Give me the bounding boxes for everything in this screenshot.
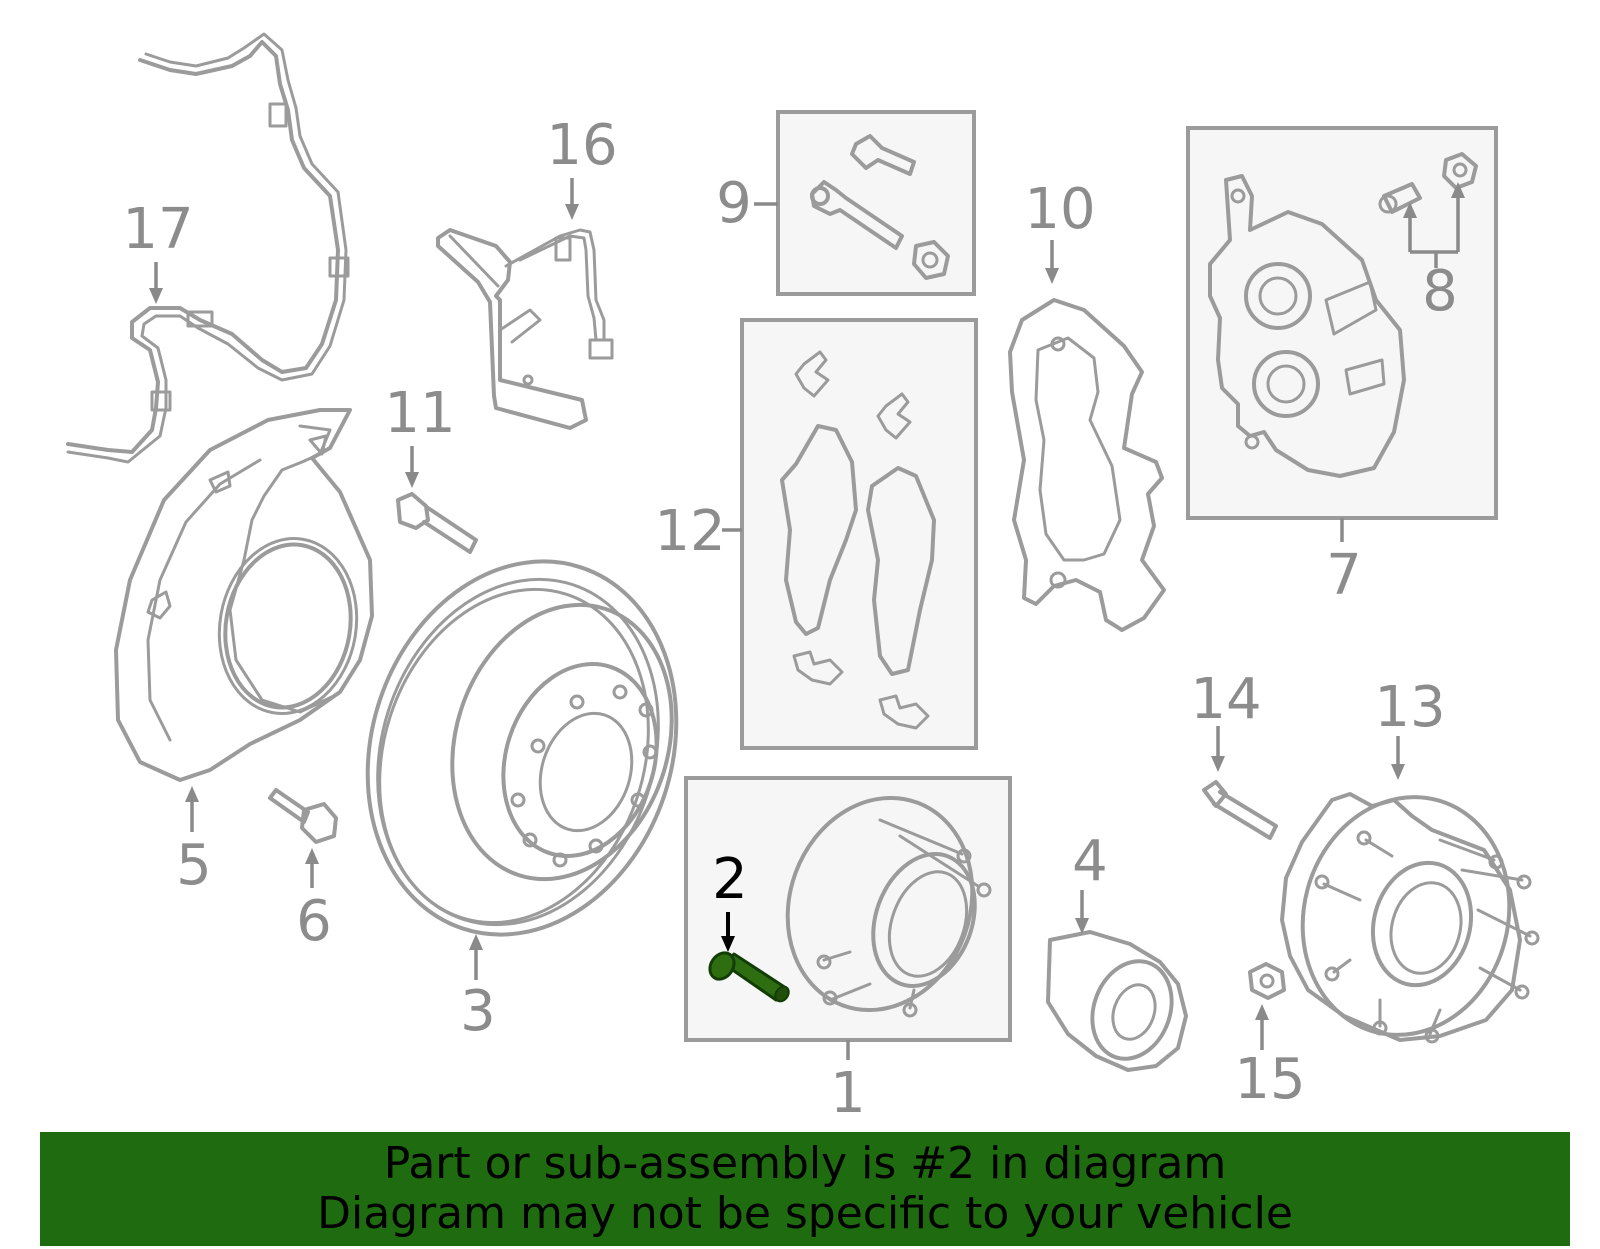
callout-12[interactable]: 12 — [654, 499, 725, 564]
callout-11[interactable]: 11 — [384, 381, 455, 446]
info-banner: Part or sub-assembly is #2 in diagram Di… — [40, 1132, 1570, 1246]
callout-14[interactable]: 14 — [1190, 667, 1261, 732]
callout-15[interactable]: 15 — [1234, 1047, 1305, 1112]
callout-16[interactable]: 16 — [546, 113, 617, 178]
callout-13[interactable]: 13 — [1374, 675, 1445, 740]
callout-8[interactable]: 8 — [1422, 259, 1458, 324]
banner-line-disclaimer: Diagram may not be specific to your vehi… — [317, 1188, 1293, 1239]
brake-caliper[interactable] — [1208, 174, 1406, 478]
callout-7[interactable]: 7 — [1326, 543, 1362, 608]
callout-17[interactable]: 17 — [122, 197, 193, 262]
brake-hose-bracket[interactable] — [436, 228, 614, 430]
caliper-mounting-bracket[interactable] — [1008, 298, 1166, 632]
hub-nut[interactable] — [1248, 962, 1286, 1000]
caliper-bracket-bolt[interactable] — [396, 492, 478, 554]
leader-lines — [149, 178, 1465, 1060]
splash-shield-bolt[interactable] — [268, 788, 338, 844]
group-box-12 — [740, 318, 978, 750]
callout-3[interactable]: 3 — [460, 979, 496, 1044]
wheel-bearing[interactable] — [1046, 930, 1188, 1072]
splash-shield[interactable] — [114, 408, 374, 782]
callout-10[interactable]: 10 — [1024, 177, 1095, 242]
callout-labels: 17 16 9 10 8 7 11 12 5 6 3 1 4 14 13 15 … — [122, 113, 1457, 1126]
brake-rotor[interactable] — [321, 521, 724, 975]
bleeder-screw[interactable] — [1378, 152, 1478, 214]
callout-9[interactable]: 9 — [716, 171, 752, 236]
callout-4[interactable]: 4 — [1072, 829, 1108, 894]
wheel-stud-highlighted[interactable] — [705, 948, 792, 1004]
abs-sensor-wire[interactable] — [66, 32, 350, 464]
hub-and-bearing-assembly[interactable] — [1276, 774, 1540, 1059]
callout-6[interactable]: 6 — [296, 889, 332, 954]
callout-5[interactable]: 5 — [176, 833, 212, 898]
banner-line-part: Part or sub-assembly is #2 in diagram — [383, 1138, 1227, 1189]
group-box-7 — [1186, 126, 1498, 520]
brake-pad-set[interactable] — [780, 350, 936, 730]
group-box-1 — [684, 776, 1012, 1042]
callout-1[interactable]: 1 — [830, 1061, 866, 1126]
caliper-guide-pin-kit[interactable] — [810, 134, 950, 280]
hub-assembly[interactable] — [758, 772, 1001, 1037]
callout-2-highlighted[interactable]: 2 — [712, 847, 748, 912]
hub-bolt[interactable] — [1202, 780, 1278, 840]
